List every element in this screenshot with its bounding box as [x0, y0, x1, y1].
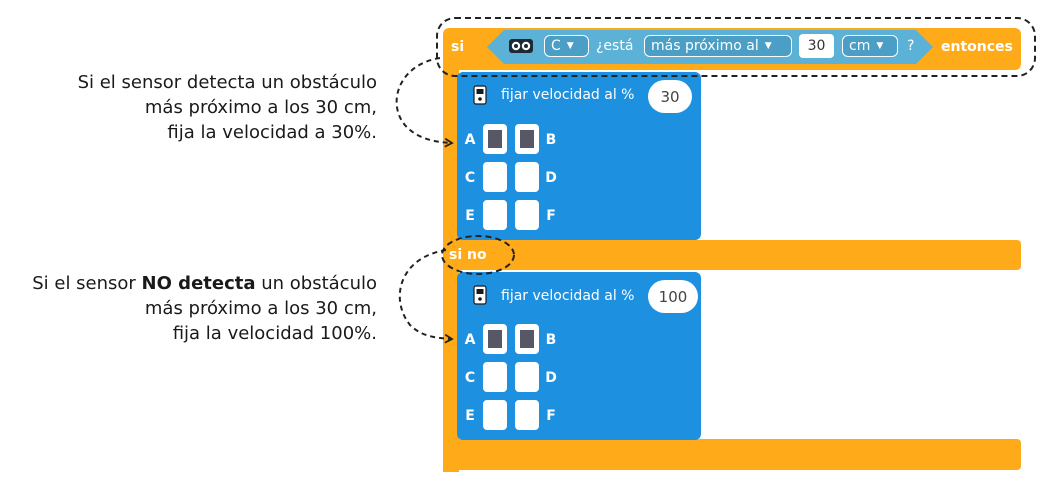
port-letter: A [464, 332, 476, 348]
port-letter: B [545, 332, 557, 348]
annotation-text: un obstáculo [255, 273, 377, 294]
else-highlight-outline [441, 235, 515, 275]
annotation-line: fija la velocidad a 30%. [167, 122, 377, 143]
hub-icon [473, 85, 487, 105]
port-letter: A [464, 132, 476, 148]
annotation-if-true: Si el sensor detecta un obstáculo más pr… [78, 70, 377, 145]
port-letter: C [464, 170, 476, 186]
port-letter: C [464, 370, 476, 386]
chevron-down-icon: ▼ [764, 41, 772, 51]
port-selected-fill [520, 130, 534, 148]
port-letter: E [465, 208, 475, 224]
port-letter: F [546, 408, 556, 424]
condition-is-text: ¿está [596, 38, 634, 54]
question-mark: ? [907, 38, 915, 54]
port-b-toggle[interactable] [515, 324, 539, 354]
comparison-dropdown[interactable]: más próximo al ▼ [644, 35, 792, 57]
distance-sensor-icon [509, 39, 533, 53]
annotation-line: más próximo a los 30 cm, [144, 97, 377, 118]
comparison-value: más próximo al [651, 38, 759, 54]
annotation-line: más próximo a los 30 cm, [144, 298, 377, 319]
annotation-line: fija la velocidad 100%. [172, 323, 377, 344]
sensor-port-value: C [551, 38, 561, 54]
unit-dropdown[interactable]: cm ▼ [842, 35, 898, 57]
callout-arrow-bottom [398, 249, 454, 344]
annotation-line: Si el sensor NO detecta un obstáculo [32, 271, 377, 296]
hub-icon [473, 285, 487, 305]
distance-input[interactable]: 30 [799, 34, 834, 58]
set-speed-label: fijar velocidad al % [501, 288, 635, 304]
annotation-line: Si el sensor detecta un obstáculo [77, 72, 377, 93]
port-letter: F [546, 208, 556, 224]
port-selected-fill [520, 330, 534, 348]
chevron-down-icon: ▼ [876, 41, 884, 51]
port-a-toggle[interactable] [483, 324, 507, 354]
speed-value-input[interactable]: 30 [648, 80, 692, 113]
chevron-down-icon: ▼ [566, 41, 574, 51]
port-letter: D [545, 370, 557, 386]
port-d-toggle[interactable] [515, 362, 539, 392]
port-f-toggle[interactable] [515, 400, 539, 430]
port-f-toggle[interactable] [515, 200, 539, 230]
annotation-text: Si el sensor [32, 273, 142, 294]
unit-value: cm [849, 38, 871, 54]
port-letter: D [545, 170, 557, 186]
condition-highlight-outline [436, 17, 1036, 77]
annotation-bold-text: NO detecta [141, 273, 256, 294]
sensor-port-dropdown[interactable]: C ▼ [544, 35, 589, 57]
set-speed-label: fijar velocidad al % [501, 87, 635, 103]
port-c-toggle[interactable] [483, 362, 507, 392]
port-letter: E [465, 408, 475, 424]
port-e-toggle[interactable] [483, 400, 507, 430]
speed-value-input[interactable]: 100 [648, 280, 698, 313]
if-else-footer [443, 439, 1021, 470]
port-letter: B [545, 132, 557, 148]
then-keyword: entonces [941, 39, 1013, 55]
else-bar[interactable] [443, 240, 1021, 270]
port-d-toggle[interactable] [515, 162, 539, 192]
port-e-toggle[interactable] [483, 200, 507, 230]
port-a-toggle[interactable] [483, 124, 507, 154]
port-selected-fill [488, 330, 502, 348]
if-keyword: si [451, 39, 465, 55]
port-c-toggle[interactable] [483, 162, 507, 192]
annotation-else: Si el sensor NO detecta un obstáculo más… [32, 271, 377, 346]
else-keyword: si no [449, 247, 487, 263]
port-b-toggle[interactable] [515, 124, 539, 154]
callout-arrow-top [395, 57, 454, 148]
port-selected-fill [488, 130, 502, 148]
